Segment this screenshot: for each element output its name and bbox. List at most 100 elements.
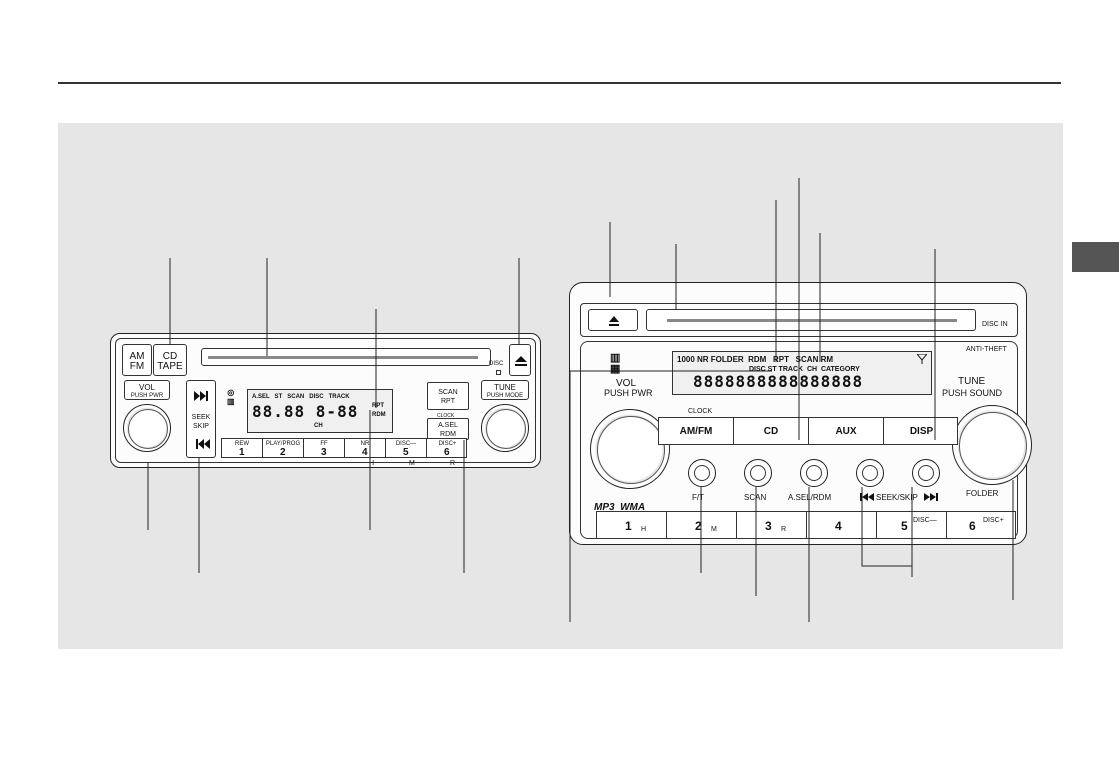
right-preset-4-num: 4: [835, 519, 842, 533]
left-preset-2-label: PLAY/PROG: [265, 441, 301, 447]
right-preset-2-sub: M: [711, 526, 717, 533]
skip-forward-icon: [194, 391, 208, 401]
left-cd-tape-label: CD TAPE: [157, 351, 183, 372]
right-preset-strip: 1 H 2 M 3 R 4 5 DISC— 6 DISC+: [596, 511, 1016, 539]
right-seek-forward-button[interactable]: [912, 459, 940, 487]
left-preset-3[interactable]: FF 3: [304, 439, 345, 458]
right-preset-6-num: 6: [969, 519, 976, 533]
right-disp-button[interactable]: DISP: [884, 418, 959, 444]
right-cd-button[interactable]: CD: [734, 418, 809, 444]
left-seek-skip-button[interactable]: SEEK SKIP: [186, 380, 216, 458]
right-amfm-label: AM/FM: [679, 426, 713, 437]
right-preset-4[interactable]: 4: [807, 512, 877, 538]
skip-back-icon: [196, 439, 210, 449]
right-aux-button[interactable]: AUX: [809, 418, 884, 444]
skip-forward-icon: [924, 493, 938, 501]
left-preset-5-sub: M: [409, 460, 415, 467]
leader-right-disc-indicator: [569, 370, 772, 622]
right-disc-slot[interactable]: [646, 309, 976, 331]
left-preset-2[interactable]: PLAY/PROG 2: [263, 439, 304, 458]
right-preset-5[interactable]: 5 DISC—: [877, 512, 947, 538]
left-eject-button[interactable]: [509, 344, 531, 376]
right-cd-label: CD: [763, 426, 779, 437]
left-preset-6-num: 6: [444, 447, 450, 458]
left-preset-6-sub: R: [450, 460, 456, 467]
left-clock-label: CLOCK: [437, 413, 455, 419]
left-vol-label-top: VOL: [138, 383, 155, 392]
right-lcd-mid: DISC ST TRACK CH CATEGORY: [749, 366, 860, 373]
left-tune-top: TUNE: [494, 383, 516, 392]
left-lcd-ch: CH: [314, 423, 323, 429]
right-preset-3-num: 3: [765, 519, 772, 533]
right-disc-in-label: DISC IN: [982, 321, 1008, 328]
right-vol-knob[interactable]: [590, 409, 670, 489]
right-mode-button-row: AM/FM CD AUX DISP: [658, 417, 958, 445]
left-preset-6-label: DISC+: [438, 441, 457, 447]
right-vol-bottom: PUSH PWR: [604, 388, 653, 398]
left-preset-1[interactable]: REW 1: [222, 439, 263, 458]
left-preset-4[interactable]: NR 4: [345, 439, 386, 458]
right-preset-2-num: 2: [695, 519, 702, 533]
leader-right-seek: [861, 487, 913, 567]
left-audio-unit: AM FM CD TAPE DISC VOL PUSH PWR SEEK SKI…: [110, 333, 541, 468]
right-scan-button[interactable]: [744, 459, 772, 487]
left-seek-skip-label: SEEK SKIP: [191, 414, 211, 430]
right-preset-6[interactable]: 6 DISC+: [947, 512, 1017, 538]
right-seek-skip-label: SEEK/SKIP: [876, 493, 918, 502]
left-scan-rpt-button[interactable]: SCAN RPT: [427, 382, 469, 410]
left-lcd-rdm: RDM: [372, 412, 386, 418]
left-preset-5-num: 5: [403, 447, 409, 458]
left-disc-slot-opening: [208, 356, 478, 359]
right-preset-2[interactable]: 2 M: [667, 512, 737, 538]
right-preset-3-sub: R: [781, 526, 787, 533]
right-lcd-top: 1000 NR FOLDER RDM RPT SCAN RM: [677, 355, 834, 364]
left-preset-1-label: REW: [235, 441, 249, 447]
left-disc-small-label: DISC: [489, 361, 504, 367]
right-audio-unit: DISC IN ANTI-THEFT ▥▦ 1000 NR FOLDER RDM…: [569, 282, 1032, 545]
left-amfm-label: AM FM: [129, 351, 145, 372]
left-preset-5[interactable]: DISC— 5: [386, 439, 427, 458]
right-clock-label: CLOCK: [688, 408, 713, 415]
right-asel-rdm-button[interactable]: [800, 459, 828, 487]
section-tab: [1072, 242, 1119, 272]
left-scan-rpt-label: SCAN RPT: [438, 389, 458, 405]
right-lcd-display: 1000 NR FOLDER RDM RPT SCAN RM DISC ST T…: [672, 351, 932, 395]
left-preset-3-label: FF: [320, 441, 328, 447]
left-preset-4-sub: H: [369, 460, 375, 467]
eject-icon: [609, 316, 619, 326]
right-preset-1[interactable]: 1 H: [597, 512, 667, 538]
right-ft-button[interactable]: [688, 459, 716, 487]
right-eject-button[interactable]: [588, 309, 638, 331]
left-preset-6[interactable]: DISC+ 6: [427, 439, 468, 458]
left-asel-rdm-label: A.SEL RDM: [438, 422, 458, 438]
right-preset-3[interactable]: 3 R: [737, 512, 807, 538]
left-preset-3-num: 3: [321, 447, 327, 458]
left-disc-slot[interactable]: [201, 348, 491, 366]
left-tune-bottom: PUSH MODE: [486, 393, 524, 399]
right-anti-theft-label: ANTI-THEFT: [966, 346, 1007, 353]
right-tune-top: TUNE: [958, 376, 986, 387]
skip-back-icon: [860, 493, 874, 501]
disc-logo-icon: ◎▥: [227, 388, 235, 406]
right-scan-label: SCAN: [744, 493, 767, 502]
left-tune-label-box: TUNE PUSH MODE: [481, 380, 529, 400]
left-vol-label-bottom: PUSH PWR: [130, 393, 164, 399]
right-asel-rdm-label: A.SEL/RDM: [788, 493, 832, 502]
antenna-icon: [917, 354, 927, 364]
right-disp-label: DISP: [909, 426, 934, 437]
right-tune-knob[interactable]: [952, 405, 1032, 485]
left-preset-2-num: 2: [280, 447, 286, 458]
disc-logo-icon: ▥▦: [610, 352, 621, 375]
left-preset-1-num: 1: [239, 447, 245, 458]
header-rule: [58, 82, 1061, 84]
left-lcd-rpt: RPT: [372, 403, 384, 409]
right-amfm-button[interactable]: AM/FM: [659, 418, 734, 444]
right-vol-top: VOL: [616, 378, 637, 389]
left-vol-knob[interactable]: [123, 404, 171, 452]
left-lcd-row1: A.SEL ST SCAN DISC TRACK: [252, 394, 350, 400]
left-amfm-button[interactable]: AM FM: [122, 344, 152, 376]
left-tune-knob[interactable]: [481, 404, 529, 452]
right-aux-label: AUX: [835, 426, 857, 437]
right-seek-back-button[interactable]: [856, 459, 884, 487]
